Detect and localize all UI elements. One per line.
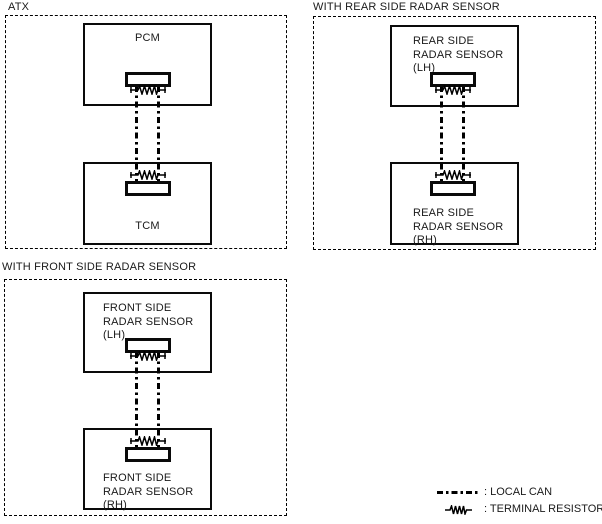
local-can-line bbox=[157, 86, 160, 183]
terminal-resistor-icon bbox=[130, 85, 166, 95]
legend-terminal-resistor-label: : TERMINAL RESISTOR bbox=[484, 503, 602, 515]
module-pcm-label: PCM bbox=[134, 32, 161, 44]
module-front-radar-lh-label: FRONT SIDE RADAR SENSOR (LH) bbox=[103, 302, 194, 341]
terminal-resistor-icon bbox=[130, 351, 166, 361]
terminal-resistor-legend-icon bbox=[445, 505, 472, 515]
connector-box bbox=[125, 338, 171, 353]
panel-title-atx: ATX bbox=[8, 1, 30, 13]
terminal-resistor-icon bbox=[130, 436, 166, 446]
module-rear-radar-rh-label: REAR SIDE RADAR SENSOR (RH) bbox=[413, 207, 504, 246]
local-can-line bbox=[157, 352, 160, 449]
module-rear-radar-lh-label: REAR SIDE RADAR SENSOR (LH) bbox=[413, 35, 504, 74]
terminal-resistor-icon bbox=[435, 85, 471, 95]
connector-box bbox=[430, 181, 476, 196]
connector-box bbox=[125, 447, 171, 462]
terminal-resistor-icon bbox=[435, 170, 471, 180]
panel-title-rear-radar: WITH REAR SIDE RADAR SENSOR bbox=[313, 1, 500, 13]
local-can-line bbox=[135, 86, 138, 183]
panel-title-front-radar: WITH FRONT SIDE RADAR SENSOR bbox=[2, 261, 197, 273]
module-rear-radar-rh: REAR SIDE RADAR SENSOR (RH) bbox=[390, 162, 519, 246]
terminal-resistor-icon bbox=[130, 170, 166, 180]
local-can-line bbox=[135, 352, 138, 449]
panel-rear-radar bbox=[313, 16, 596, 250]
panel-atx bbox=[5, 15, 287, 249]
connector-box bbox=[430, 72, 476, 87]
module-tcm-label: TCM bbox=[135, 220, 160, 232]
local-can-line bbox=[462, 86, 465, 183]
module-rear-radar-lh: REAR SIDE RADAR SENSOR (LH) bbox=[390, 25, 519, 107]
legend-local-can-label: : LOCAL CAN bbox=[484, 486, 553, 498]
local-can-line bbox=[440, 86, 443, 183]
connector-box bbox=[125, 72, 171, 87]
panel-front-radar bbox=[4, 279, 287, 516]
module-front-radar-lh: FRONT SIDE RADAR SENSOR (LH) bbox=[83, 292, 212, 373]
module-front-radar-rh-label: FRONT SIDE RADAR SENSOR (RH) bbox=[103, 472, 194, 511]
local-can-legend-icon bbox=[437, 491, 478, 494]
connector-box bbox=[125, 181, 171, 196]
